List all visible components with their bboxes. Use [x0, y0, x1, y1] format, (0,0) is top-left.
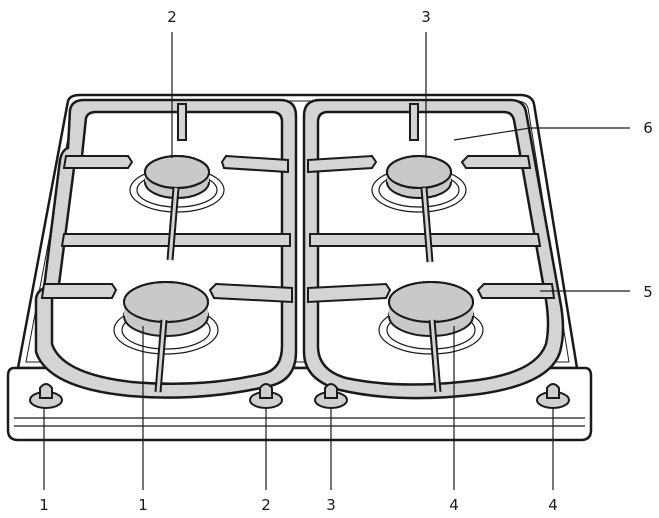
callout-labels: 2 3 6 5 1 1 2 3 4 4: [39, 8, 653, 514]
right-grate-prong: [307, 154, 378, 174]
right-grate-prong: [460, 155, 532, 169]
right-grate-prong: [476, 283, 556, 299]
left-grate-prong: [40, 283, 118, 299]
right-grate-prong: [307, 282, 392, 304]
burner-top-left: [129, 155, 225, 261]
callout-knob-far-right: 4: [548, 496, 558, 514]
knob-far-left: [29, 383, 63, 409]
knob-center-right: [314, 383, 348, 409]
burner-bottom-right: [378, 281, 484, 393]
right-grate: [302, 98, 565, 400]
callout-burner-top-right: 3: [421, 8, 431, 26]
left-grate: [34, 98, 298, 399]
callout-pan-support: 5: [643, 283, 653, 301]
callout-burner-top-left: 2: [167, 8, 177, 26]
callout-knob-center-right: 3: [326, 496, 336, 514]
right-grate-prong: [409, 103, 419, 141]
burner-bottom-left: [113, 281, 219, 393]
callout-knob-center-left: 2: [261, 496, 271, 514]
right-grate-inner: [316, 110, 550, 386]
leader-lines: [43, 32, 630, 490]
left-grate-prong: [208, 282, 293, 304]
callout-grate: 6: [643, 119, 653, 137]
callout-burner-bottom-left: 1: [138, 496, 148, 514]
knob-far-right: [536, 383, 570, 409]
callout-burner-bottom-right: 4: [449, 496, 459, 514]
left-grate-prong: [177, 103, 187, 141]
left-grate-crossbar: [60, 233, 291, 247]
leader-grate: [453, 127, 531, 141]
burner-top-right: [371, 155, 467, 263]
callout-knob-far-left: 1: [39, 496, 49, 514]
left-grate-prong: [220, 154, 289, 174]
left-grate-prong: [62, 155, 134, 169]
left-grate-inner: [50, 110, 284, 386]
